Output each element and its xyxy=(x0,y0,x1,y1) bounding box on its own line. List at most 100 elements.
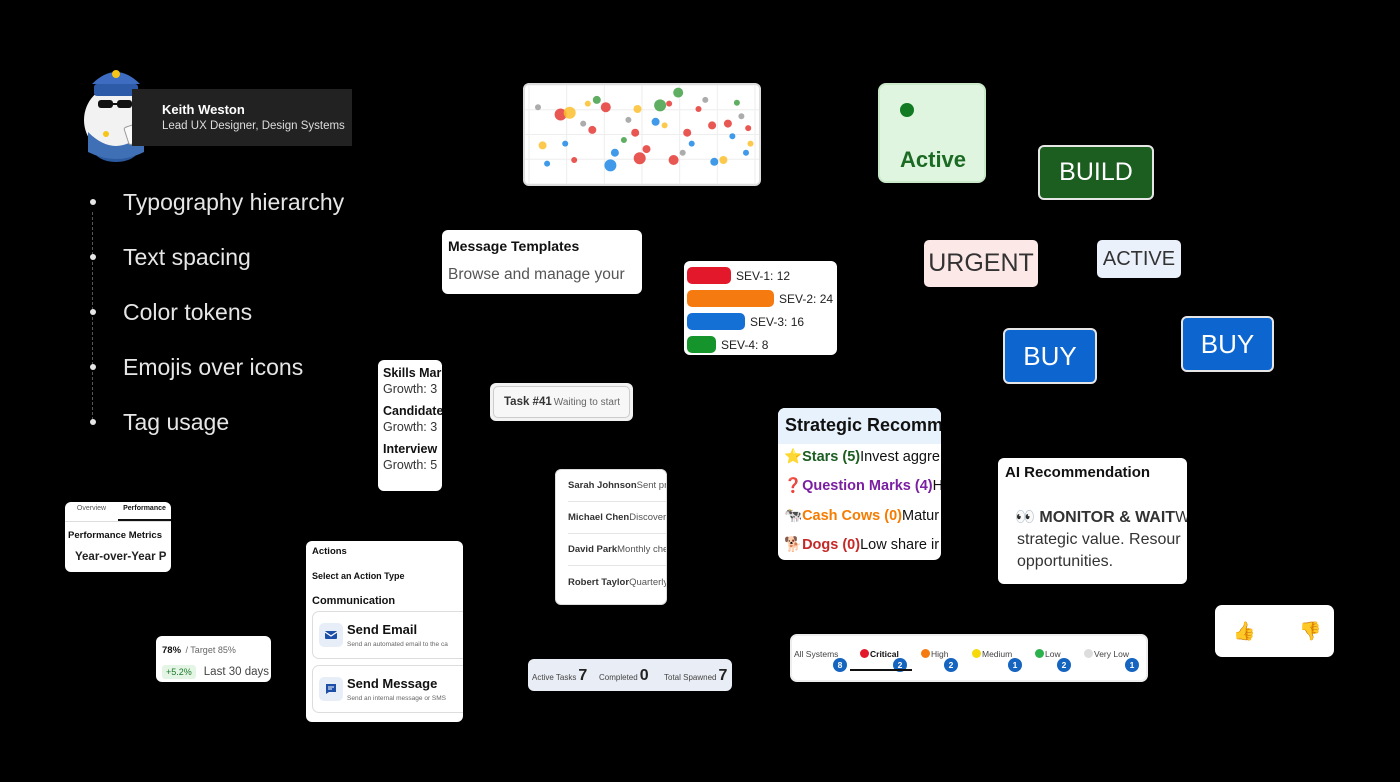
strategic-row: ⭐Stars (5)Invest aggre xyxy=(784,448,940,465)
chart-bubble xyxy=(544,160,551,167)
kpi-card: 78% / Target 85% +5.2% Last 30 days xyxy=(156,636,271,682)
chart-bubble xyxy=(562,140,569,147)
chart-bubble xyxy=(710,157,719,166)
cow-icon: 🐄 xyxy=(784,508,803,524)
count-badge: 2 xyxy=(944,658,958,672)
person-name: David Park xyxy=(568,544,618,555)
chart-bubble xyxy=(580,120,587,127)
tab-critical[interactable]: Critical xyxy=(860,649,899,659)
list-item[interactable]: Robert Taylor Quarterly xyxy=(568,566,666,598)
chart-bubble xyxy=(702,96,709,103)
chart-bubble xyxy=(666,100,673,107)
status-dot xyxy=(900,103,914,117)
strategic-label: Stars (5) xyxy=(802,449,861,465)
topic-connector-line xyxy=(92,212,93,420)
action-description: Send an internal message or SMS xyxy=(347,695,446,702)
tag-build[interactable]: BUILD xyxy=(1038,145,1154,200)
list-item[interactable]: David Park Monthly che xyxy=(568,534,666,566)
low-dot-icon xyxy=(1035,649,1044,658)
chart-bubble xyxy=(738,113,745,120)
eyes-icon: 👀 xyxy=(1015,509,1035,526)
task-chip[interactable]: Task #41 Waiting to start xyxy=(493,386,630,418)
tab-overview[interactable]: Overview xyxy=(76,505,107,512)
send-email-option[interactable]: Send Email Send an automated email to th… xyxy=(312,611,463,659)
strategic-row: ❓Question Marks (4)H xyxy=(784,477,941,494)
chart-bubble xyxy=(733,99,740,106)
chart-bubble xyxy=(661,122,668,129)
skills-card: Skills Mar Growth: 3 Candidate Growth: 3… xyxy=(378,360,442,491)
chart-bubble xyxy=(642,145,651,154)
tab-low[interactable]: Low xyxy=(1035,649,1061,659)
skill-value: Growth: 3 xyxy=(383,420,438,434)
tab-all-systems[interactable]: All Systems xyxy=(794,649,838,659)
chart-bubble xyxy=(535,104,541,111)
severity-label: SEV-4: 8 xyxy=(721,337,769,352)
stat-label: Total Spawned xyxy=(664,673,717,682)
tag-active-blue: ACTIVE xyxy=(1097,240,1181,278)
chat-icon xyxy=(319,677,343,701)
tab-medium[interactable]: Medium xyxy=(972,649,1012,659)
count-badge: 1 xyxy=(1008,658,1022,672)
chart-bubble xyxy=(604,159,617,172)
chart-bubble xyxy=(719,156,728,164)
chart-bubble xyxy=(745,125,752,132)
tab-label: Very Low xyxy=(1094,649,1129,659)
send-message-option[interactable]: Send Message Send an internal message or… xyxy=(312,665,463,713)
skill-value: Growth: 5 xyxy=(383,458,438,472)
ai-recommendation-action: 👀 MONITOR & WAITW xyxy=(1015,507,1187,527)
strategic-text: Matur xyxy=(901,508,940,524)
actions-subtitle: Select an Action Type xyxy=(312,571,405,581)
chart-bubble xyxy=(747,140,754,147)
ai-recommendation-card: AI Recommendation 👀 MONITOR & WAITW stra… xyxy=(998,458,1187,584)
tab-label: Low xyxy=(1045,649,1061,659)
stat-value: 7 xyxy=(578,667,588,684)
severity-label: SEV-2: 24 xyxy=(779,291,834,306)
thumbs-up-icon[interactable]: 👍 xyxy=(1233,621,1256,641)
count-badge: 2 xyxy=(893,658,907,672)
topic-item: Emojis over icons xyxy=(88,347,388,402)
strategic-title: Strategic Recomm xyxy=(778,408,941,444)
count-badge: 1 xyxy=(1125,658,1139,672)
person-name: Robert Taylor xyxy=(568,576,630,588)
actions-card: Actions Select an Action Type Communicat… xyxy=(306,541,463,722)
chart-bubble xyxy=(633,105,642,113)
topic-item: Color tokens xyxy=(88,292,388,347)
severity-bar xyxy=(687,313,745,330)
tab-performance[interactable]: Performance xyxy=(118,502,171,521)
mail-icon xyxy=(319,623,343,647)
chart-bubble xyxy=(654,99,667,112)
strategic-text: H xyxy=(932,478,941,494)
performance-subheading: Year-over-Year P xyxy=(75,551,167,563)
ai-recommendation-line: opportunities. xyxy=(1017,553,1114,570)
stat-value: 7 xyxy=(718,667,728,684)
chart-bubble xyxy=(610,148,619,157)
message-templates-card: Message Templates Browse and manage your xyxy=(442,230,642,294)
actions-category: Communication xyxy=(312,595,396,607)
tab-label: All Systems xyxy=(794,649,839,659)
list-item[interactable]: Michael Chen Discovery xyxy=(568,502,666,534)
thumbs-down-icon[interactable]: 👎 xyxy=(1299,621,1322,641)
ai-action-label: MONITOR & WAIT xyxy=(1039,509,1176,526)
person-detail: Quarterly xyxy=(629,576,666,588)
task-card[interactable]: Task #41 Waiting to start xyxy=(490,383,633,421)
chart-bubble xyxy=(571,157,578,163)
chart-bubble xyxy=(679,149,686,156)
systems-filter-tabs: All Systems 8 Critical 2 High 2 Medium 1… xyxy=(790,634,1148,682)
stat-label: Completed xyxy=(599,673,638,682)
strategic-row: 🐄Cash Cows (0)Matur xyxy=(784,507,939,524)
tab-high[interactable]: High xyxy=(921,649,948,659)
message-templates-subtitle: Browse and manage your xyxy=(448,266,625,283)
buy-button[interactable]: BUY xyxy=(1181,316,1274,372)
star-icon: ⭐ xyxy=(784,449,803,465)
performance-card: Overview Performance Performance Metrics… xyxy=(65,502,171,572)
dog-icon: 🐕 xyxy=(784,537,803,553)
buy-button[interactable]: BUY xyxy=(1003,328,1097,384)
chart-bubble xyxy=(584,100,591,107)
tab-very-low[interactable]: Very Low xyxy=(1084,649,1129,659)
chart-bubble xyxy=(600,102,611,113)
task-id: Task #41 xyxy=(504,396,552,408)
performance-tabs: Overview Performance xyxy=(65,502,171,522)
performance-heading: Performance Metrics xyxy=(68,530,162,541)
list-item[interactable]: Sarah Johnson Sent pro xyxy=(568,470,666,502)
chart-bubble xyxy=(631,128,640,137)
